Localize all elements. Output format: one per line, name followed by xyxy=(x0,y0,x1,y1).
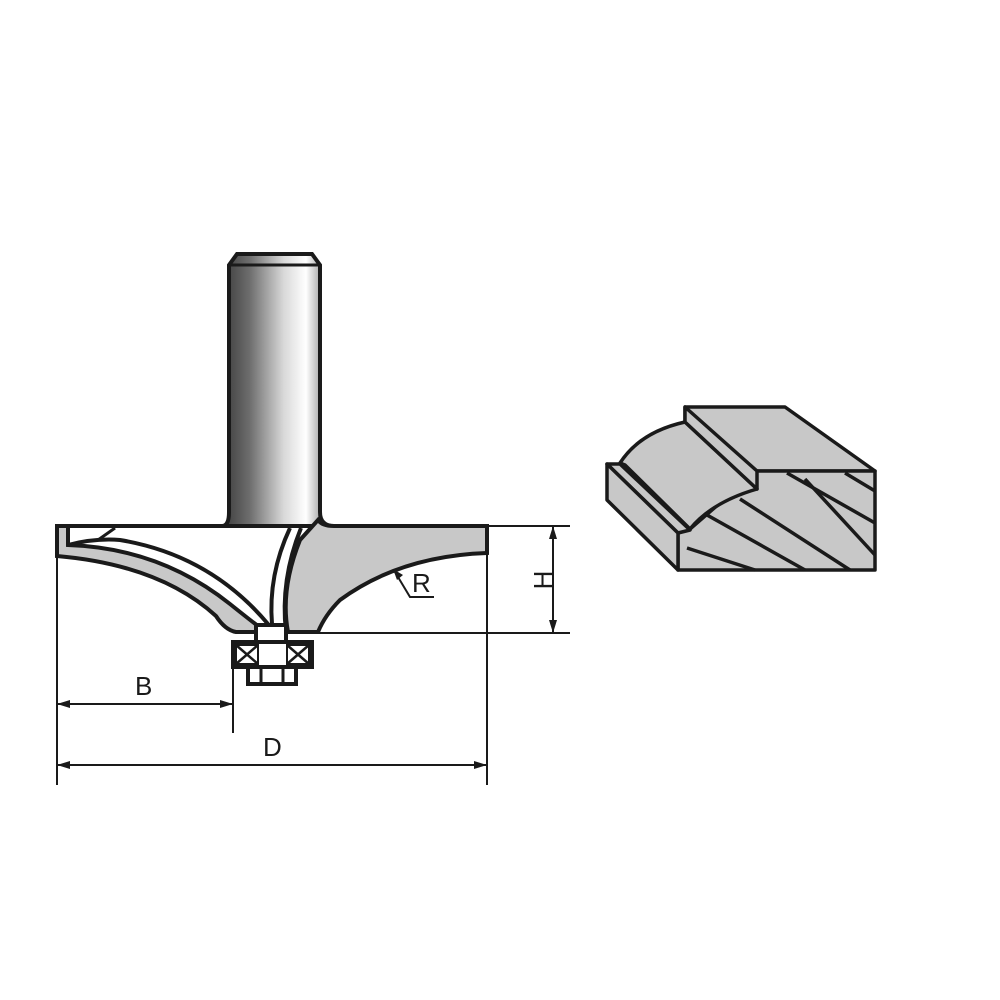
dimension-b xyxy=(57,700,233,708)
label-h: H xyxy=(528,571,558,590)
dimension-h xyxy=(549,526,557,633)
dimension-d xyxy=(57,761,487,769)
radius-leader xyxy=(393,569,434,598)
profile-sample xyxy=(605,405,877,572)
label-d: D xyxy=(263,732,282,762)
bearing xyxy=(231,623,314,686)
shank xyxy=(221,252,335,528)
dimensions xyxy=(56,525,570,785)
label-b: B xyxy=(135,671,152,701)
label-r: R xyxy=(412,568,431,598)
